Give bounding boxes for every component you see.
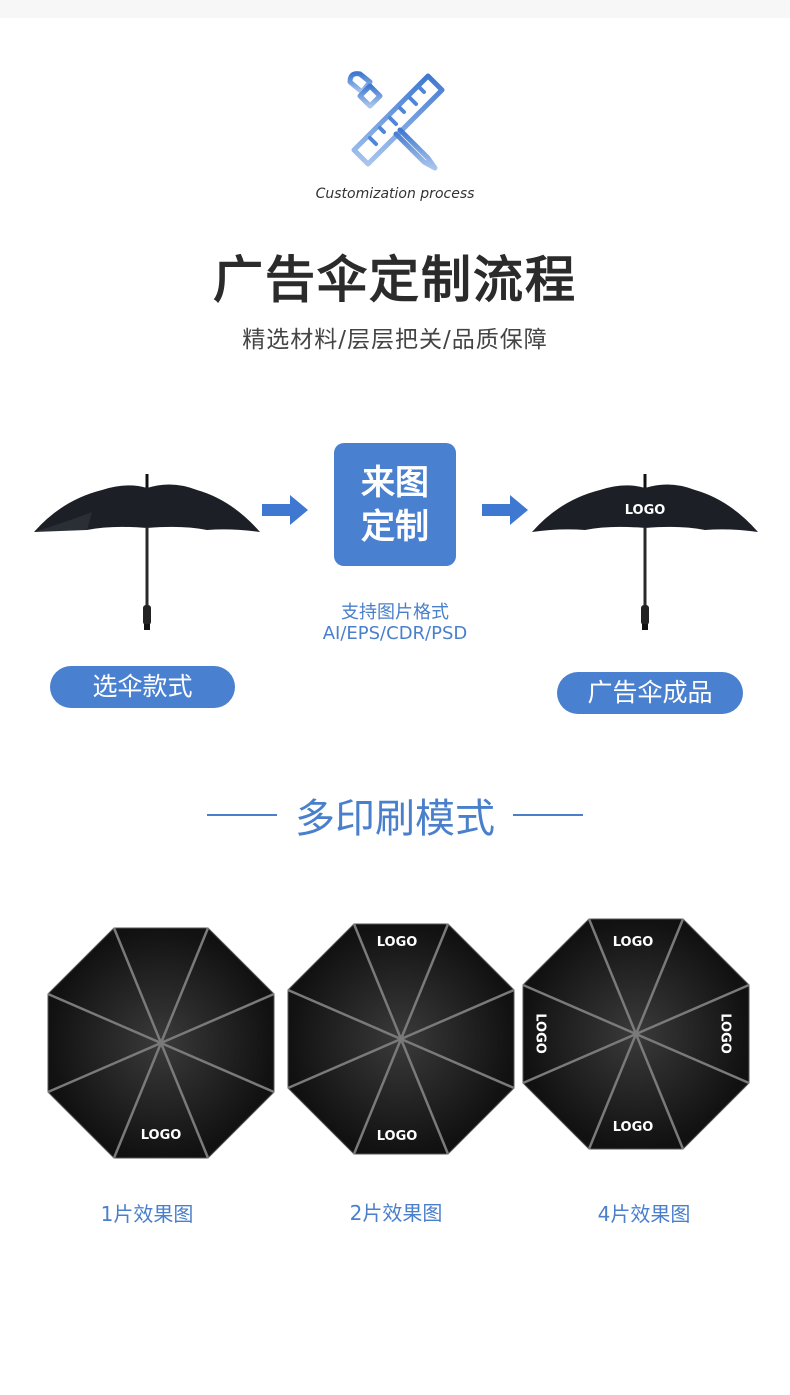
formats-list: AI/EPS/CDR/PSD (322, 623, 468, 644)
arrow-right-icon (262, 495, 310, 525)
divider-line-left (207, 814, 277, 816)
logo-top: LOGO (612, 935, 654, 950)
ruler-pencil-icon (340, 68, 452, 173)
umbrella-image-plain (32, 470, 262, 635)
divider-line-right (513, 814, 583, 816)
caption-4-logos: 4片效果图 (597, 1202, 691, 1226)
section-title-print-modes: 多印刷模式 (0, 786, 790, 844)
custom-design-line1: 来图 (361, 462, 429, 503)
page-title: 广告伞定制流程 (213, 251, 577, 309)
logo-top: LOGO (376, 935, 418, 950)
subtitle-english: Customization process (315, 186, 475, 202)
arrow-right-icon (482, 495, 530, 525)
caption-2-logos: 2片效果图 (349, 1201, 443, 1225)
umbrella-image-logo: LOGO (530, 470, 760, 635)
logo-bottom: LOGO (612, 1120, 654, 1135)
formats-title: 支持图片格式 (341, 602, 449, 623)
step-label-choose-style: 选伞款式 (50, 666, 235, 708)
tagline: 精选材料/层层把关/品质保障 (242, 327, 548, 353)
print-modes-title: 多印刷模式 (295, 796, 495, 842)
logo-left: LOGO (532, 1013, 548, 1054)
logo-bottom: LOGO (376, 1129, 418, 1144)
caption-1-logo: 1片效果图 (100, 1202, 194, 1226)
umbrella-top-view-4-logos: LOGO LOGO LOGO LOGO (515, 913, 755, 1158)
logo-bottom: LOGO (140, 1128, 182, 1143)
logo-right: LOGO (717, 1013, 733, 1054)
custom-design-line2: 定制 (361, 506, 429, 547)
umbrella-top-view-1-logo: LOGO (40, 922, 280, 1167)
top-band (0, 0, 790, 18)
custom-design-box: 来图 定制 (334, 443, 456, 566)
umbrella-top-view-2-logos: LOGO LOGO (280, 918, 520, 1163)
umbrella-logo-text: LOGO (624, 503, 666, 518)
step-label-finished-product: 广告伞成品 (557, 672, 743, 714)
